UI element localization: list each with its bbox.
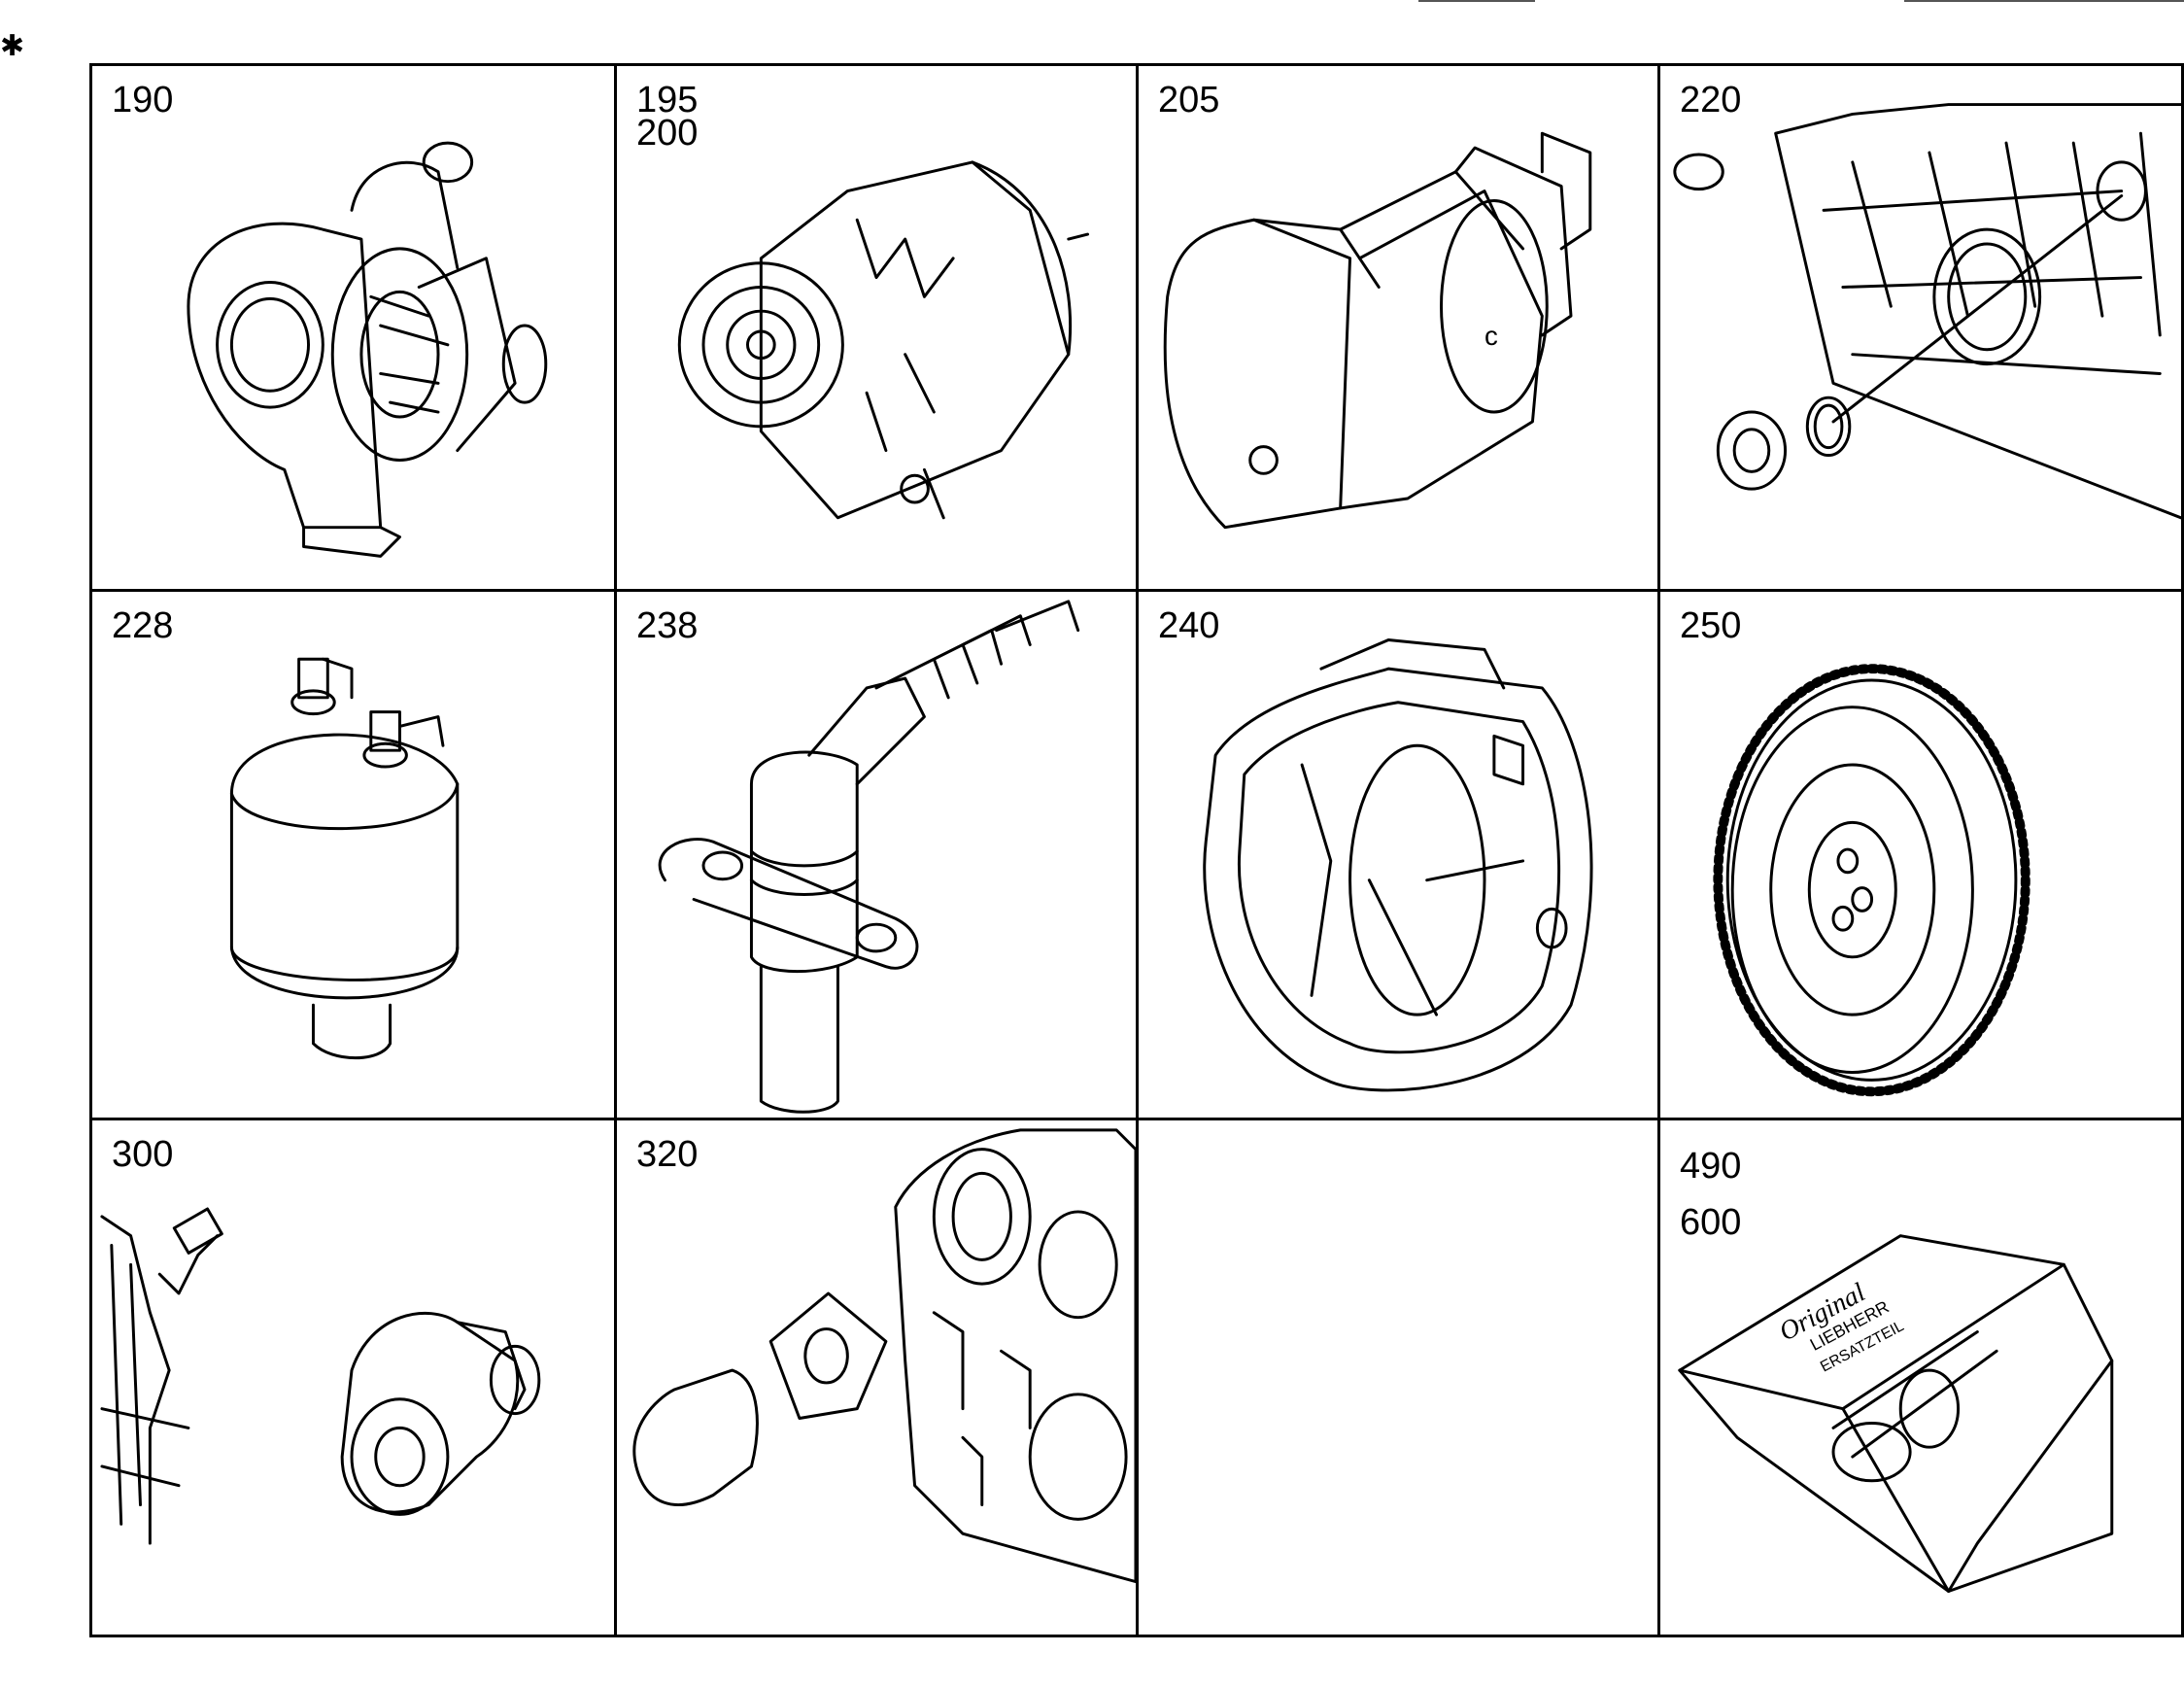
alternator-illustration xyxy=(677,160,1090,520)
scan-edge-mark xyxy=(1904,0,2184,2)
part-number: 240 xyxy=(1158,605,1220,646)
part-number: 238 xyxy=(636,605,699,646)
part-cell-220: 220 xyxy=(1657,63,2184,592)
turbocharger-illustration xyxy=(187,141,548,558)
scan-speck: ✱ xyxy=(0,30,25,62)
parts-grid: 190 195 200 205 xyxy=(89,63,2184,1637)
part-cell-250: 250 xyxy=(1657,589,2184,1120)
part-number: 190 xyxy=(112,80,174,120)
svg-text:c: c xyxy=(1484,321,1498,351)
part-cell-238: 238 xyxy=(614,589,1139,1120)
part-number: 490 600 xyxy=(1680,1146,1742,1243)
part-number: 205 xyxy=(1158,80,1220,120)
part-number: 195 200 xyxy=(636,80,699,154)
part-number: 320 xyxy=(636,1134,699,1175)
part-cell-228: 228 xyxy=(89,589,617,1120)
flywheel-illustration xyxy=(1713,664,2030,1097)
solenoid-switch-illustration xyxy=(229,657,460,1060)
scan-edge-mark xyxy=(1418,0,1535,2)
part-number: 250 xyxy=(1680,605,1742,646)
part-cell-205: 205 c xyxy=(1136,63,1660,592)
part-cell-490-600: 490 600 Original LIEBHERR ERSATZTEIL xyxy=(1657,1118,2184,1637)
part-cell-190: 190 xyxy=(89,63,617,592)
part-cell-300: 300 xyxy=(89,1118,617,1637)
speed-sensor-illustration xyxy=(658,600,1080,1114)
flywheel-housing-illustration xyxy=(1203,638,1593,1092)
spare-parts-box-illustration: Original LIEBHERR ERSATZTEIL xyxy=(1678,1234,2114,1593)
part-number: 220 xyxy=(1680,80,1742,120)
part-cell-empty xyxy=(1136,1118,1660,1637)
part-cell-195-200: 195 200 xyxy=(614,63,1139,592)
part-cell-240: 240 xyxy=(1136,589,1660,1120)
part-cell-320: 320 xyxy=(614,1118,1139,1637)
hydraulic-pump-illustration xyxy=(100,1207,541,1545)
part-number: 300 xyxy=(112,1134,174,1175)
seal-kit-illustration xyxy=(1673,103,2181,520)
cover-plate-illustration xyxy=(632,1128,1136,1584)
part-number: 228 xyxy=(112,605,174,646)
starter-motor-illustration: c xyxy=(1163,131,1592,530)
